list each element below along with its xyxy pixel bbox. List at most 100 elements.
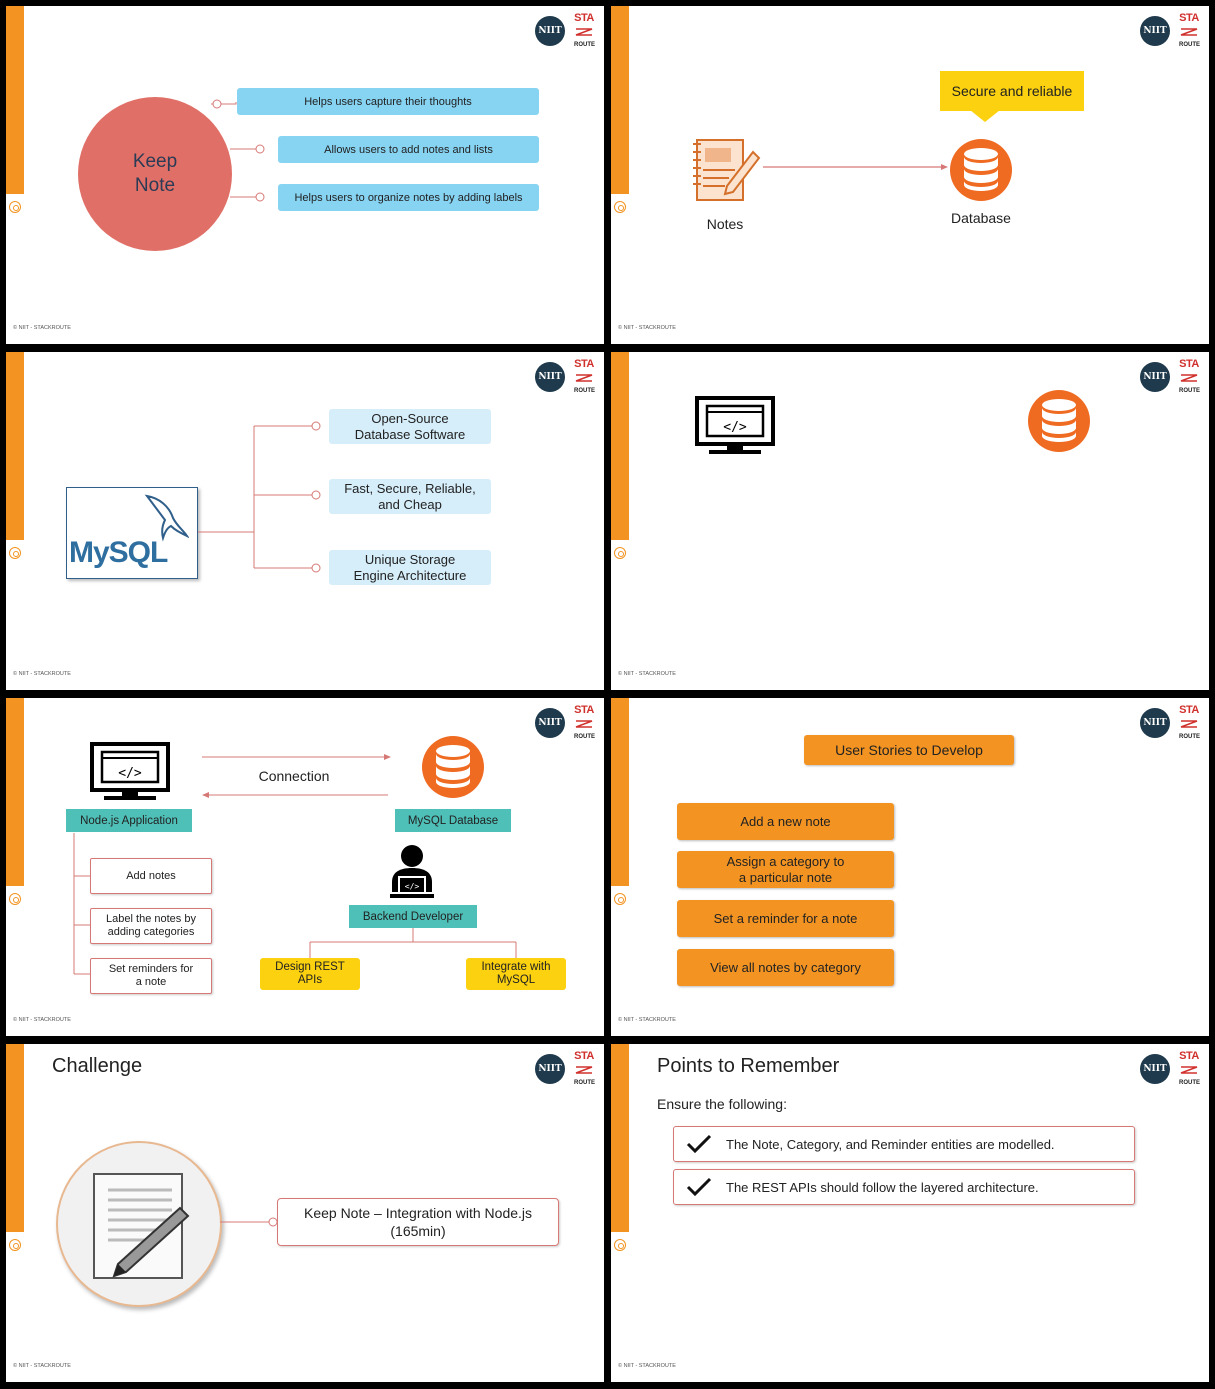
slide-mysql-features: NIIT STA ROUTE MySQL Open-Source Databas…	[6, 352, 604, 690]
niit-logo: NIIT	[1140, 362, 1170, 392]
dev-task-line: APIs	[297, 974, 323, 986]
orange-accent-bar	[6, 1044, 24, 1232]
task-line: a note	[135, 976, 167, 988]
svg-text:</>: </>	[723, 420, 747, 435]
sta-text: STA	[1179, 12, 1199, 24]
dev-task-design-rest: Design REST APIs	[260, 958, 360, 990]
stackroute-logo: STA ROUTE	[574, 1050, 595, 1087]
orange-accent-bar	[611, 352, 629, 540]
route-text: ROUTE	[1179, 734, 1200, 740]
task-set-reminders: Set reminders for a note	[90, 958, 212, 994]
target-icon	[9, 1239, 21, 1251]
svg-text:</>: </>	[118, 766, 142, 781]
database-label: Database	[951, 210, 1011, 226]
stackroute-logo: STA ROUTE	[1179, 12, 1200, 49]
stackroute-zigzag-icon	[1180, 28, 1198, 36]
footer-copyright: © NIIT - STACKROUTE	[13, 1017, 71, 1023]
route-text: ROUTE	[1179, 388, 1200, 394]
challenge-title: Challenge	[52, 1055, 143, 1077]
stackroute-logo: STA ROUTE	[1179, 1050, 1200, 1087]
challenge-box: Keep Note – Integration with Node.js (16…	[277, 1198, 559, 1246]
route-text: ROUTE	[574, 734, 595, 740]
story-line: View all notes by category	[710, 959, 861, 975]
challenge-connector	[220, 1217, 278, 1227]
sta-text: STA	[1179, 1050, 1199, 1062]
story-view-by-category: View all notes by category	[677, 949, 894, 986]
callout-pointer	[970, 110, 1000, 122]
architecture-lines	[73, 754, 517, 975]
challenge-line-1: Keep Note – Integration with Node.js	[303, 1205, 533, 1221]
story-assign-category: Assign a category to a particular note	[677, 851, 894, 888]
node-app-label: Node.js Application	[66, 809, 192, 832]
target-icon	[9, 201, 21, 213]
target-icon	[614, 547, 626, 559]
target-icon	[614, 1239, 626, 1251]
stackroute-logo: STA ROUTE	[574, 13, 595, 49]
stackroute-zigzag-icon	[1180, 720, 1198, 728]
route-text: ROUTE	[574, 42, 595, 48]
task-line: Label the notes by	[106, 913, 196, 925]
footer-copyright: © NIIT - STACKROUTE	[618, 325, 676, 331]
route-text: ROUTE	[574, 388, 595, 394]
developer-icon: </>	[390, 845, 434, 898]
database-icon	[422, 736, 484, 798]
point-item: The Note, Category, and Reminder entitie…	[673, 1126, 1135, 1162]
task-line: Set reminders for	[108, 963, 194, 975]
stackroute-zigzag-icon	[1180, 1066, 1198, 1074]
point-item: The REST APIs should follow the layered …	[673, 1169, 1135, 1205]
keep-note-circle: Keep Note	[78, 97, 232, 251]
points-title: Points to Remember	[657, 1055, 840, 1077]
story-set-reminder: Set a reminder for a note	[677, 900, 894, 937]
user-stories-header: User Stories to Develop	[804, 735, 1014, 765]
feature-add-notes: Allows users to add notes and lists	[278, 136, 539, 163]
story-add-note: Add a new note	[677, 803, 894, 840]
notes-label: Notes	[706, 216, 744, 232]
slide-computer-database: NIIT STA ROUTE </> © NIIT - STACKROUTE	[611, 352, 1209, 690]
feature-storage-engine: Unique Storage Engine Architecture	[329, 550, 491, 585]
notepad-pencil-icon	[56, 1141, 222, 1307]
point-text: The REST APIs should follow the layered …	[726, 1180, 1039, 1195]
target-icon	[614, 893, 626, 905]
stackroute-zigzag-icon	[575, 28, 593, 36]
dev-task-line: Integrate with	[481, 961, 551, 973]
footer-copyright: © NIIT - STACKROUTE	[618, 1363, 676, 1369]
point-text: The Note, Category, and Reminder entitie…	[726, 1137, 1055, 1152]
sta-text: STA	[1179, 704, 1199, 716]
slide-points-to-remember: NIIT STA ROUTE Points to Remember Ensure…	[611, 1044, 1209, 1382]
slide-architecture: NIIT STA ROUTE </> Connection Node.js Ap…	[6, 698, 604, 1036]
stackroute-zigzag-icon	[1180, 374, 1198, 382]
orange-accent-bar	[6, 698, 24, 886]
sta-text: STA	[1179, 358, 1199, 370]
mysql-logo: MySQL	[66, 487, 198, 579]
database-icon	[1028, 390, 1090, 452]
stackroute-logo: STA ROUTE	[574, 358, 595, 395]
callout-text: Secure and reliable	[951, 83, 1073, 99]
target-icon	[9, 893, 21, 905]
sta-text: STA	[574, 1050, 594, 1062]
footer-copyright: © NIIT - STACKROUTE	[13, 325, 71, 331]
feature-line: and Cheap	[378, 496, 442, 512]
notepad-icon	[93, 1173, 190, 1279]
story-line: a particular note	[738, 869, 833, 885]
story-line: Add a new note	[740, 813, 831, 829]
mysql-db-label: MySQL Database	[395, 809, 511, 832]
task-line: adding categories	[107, 926, 195, 938]
circle-line-1: Keep	[132, 151, 178, 172]
feature-fast-secure: Fast, Secure, Reliable, and Cheap	[329, 479, 491, 514]
mysql-text: MySQL	[69, 536, 168, 569]
sta-text: STA	[574, 358, 594, 370]
niit-logo: NIIT	[1140, 16, 1170, 46]
task-add-notes: Add notes	[90, 858, 212, 894]
computer-code-icon: </>	[695, 396, 775, 454]
footer-copyright: © NIIT - STACKROUTE	[13, 671, 71, 677]
footer-copyright: © NIIT - STACKROUTE	[618, 671, 676, 677]
stackroute-logo: STA ROUTE	[574, 704, 595, 741]
connection-label: Connection	[258, 768, 330, 784]
feature-open-source: Open-Source Database Software	[329, 409, 491, 444]
sta-text: STA	[574, 704, 594, 716]
orange-accent-bar	[611, 1044, 629, 1232]
stackroute-zigzag-icon	[575, 720, 593, 728]
orange-accent-bar	[611, 6, 629, 194]
svg-text:</>: </>	[405, 882, 420, 891]
niit-logo: NIIT	[535, 1054, 565, 1084]
